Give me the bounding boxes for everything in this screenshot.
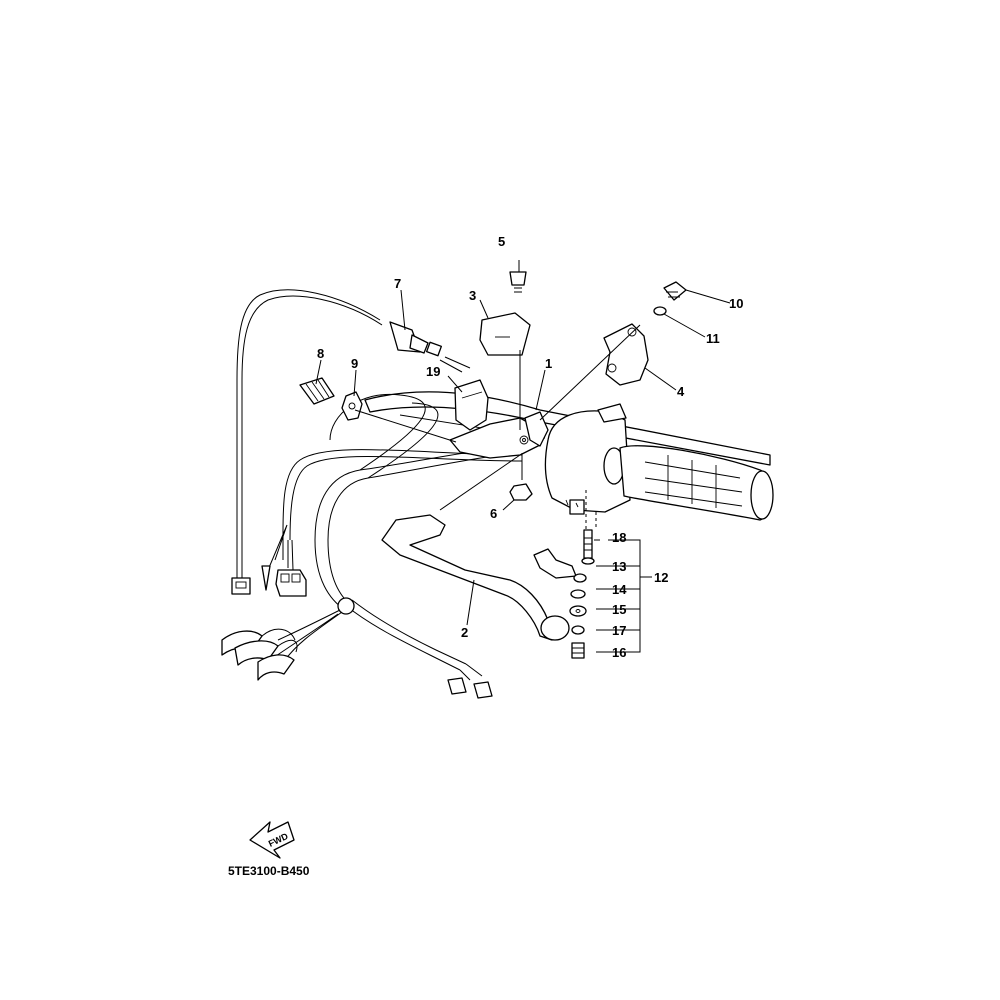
adjuster-bolt <box>299 377 335 405</box>
locknut <box>341 391 363 421</box>
callout-14: 14 <box>612 582 627 597</box>
callout-10: 10 <box>729 296 743 311</box>
screw-16 <box>571 642 585 659</box>
callout-9: 9 <box>351 356 358 371</box>
lower-clamp <box>603 323 649 386</box>
leader-lines <box>315 260 731 653</box>
throttle-housing <box>544 403 631 515</box>
callout-1: 1 <box>545 356 552 371</box>
callout-6: 6 <box>490 506 497 521</box>
callout-16: 16 <box>612 645 626 660</box>
switch-cover <box>479 312 531 356</box>
brake-lever <box>381 514 570 641</box>
handlebar-grip <box>619 445 774 521</box>
callout-13: 13 <box>612 559 626 574</box>
switch-bracket <box>533 548 577 579</box>
clamp-screw <box>663 281 687 301</box>
pivot-nut <box>509 483 533 501</box>
brake-hose <box>314 393 526 611</box>
switch-cable <box>236 289 383 520</box>
brake-light-switch <box>389 321 442 357</box>
callout-7: 7 <box>394 276 401 291</box>
callout-4: 4 <box>677 384 685 399</box>
fwd-arrow-icon: FWD <box>249 821 295 859</box>
callout-11: 11 <box>706 331 720 346</box>
washer-17 <box>571 625 585 635</box>
drawing-code: 5TE3100-B450 <box>228 864 310 878</box>
callout-5: 5 <box>498 234 505 249</box>
lever-boot <box>454 379 489 431</box>
callout-3: 3 <box>469 288 476 303</box>
callout-12: 12 <box>654 570 668 585</box>
callout-17: 17 <box>612 623 626 638</box>
cover-screw <box>509 271 527 293</box>
callout-8: 8 <box>317 346 324 361</box>
callout-labels: 1 2 3 4 5 6 7 8 9 10 11 12 13 14 15 16 1… <box>317 234 743 660</box>
callout-2: 2 <box>461 625 468 640</box>
callout-18: 18 <box>612 530 626 545</box>
callout-15: 15 <box>612 602 626 617</box>
lever-holder <box>449 411 549 459</box>
wire-harness <box>221 449 523 699</box>
washer-13 <box>573 573 587 583</box>
callout-19: 19 <box>426 364 440 379</box>
washer-14 <box>570 589 586 599</box>
lockwasher-15 <box>569 605 587 617</box>
clamp-washer <box>653 306 667 316</box>
bolt-18 <box>581 529 595 565</box>
